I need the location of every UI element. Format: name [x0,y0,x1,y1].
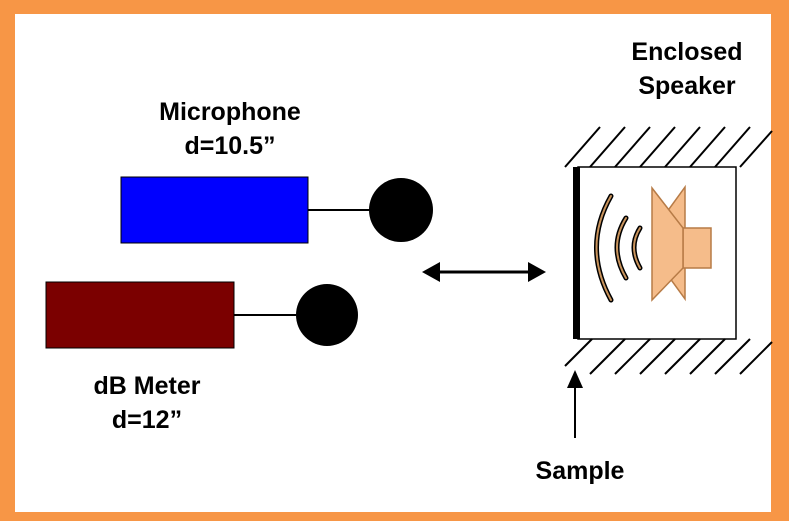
meter-label: dB Meter [93,372,201,400]
microphone-body [120,176,309,244]
meter-distance-label: d=12” [111,406,183,434]
sound-waves-icon [594,193,643,303]
microphone-label: Microphone [159,98,301,126]
sample-plate [573,167,580,339]
db-meter-device [45,281,358,349]
speaker-label-line2: Speaker [638,72,736,100]
microphone-head [369,178,433,242]
meter-body [45,281,235,349]
microphone-device [120,176,433,244]
microphone-distance-label: d=10.5” [184,132,276,160]
double-arrow-icon [422,262,546,282]
speaker-icon [651,184,712,302]
bottom-hatch [564,338,773,375]
up-arrow-icon [567,370,583,438]
speaker-label-line1: Enclosed [631,38,743,66]
meter-head [296,284,358,346]
top-hatch [564,126,773,168]
sample-label: Sample [535,457,625,485]
